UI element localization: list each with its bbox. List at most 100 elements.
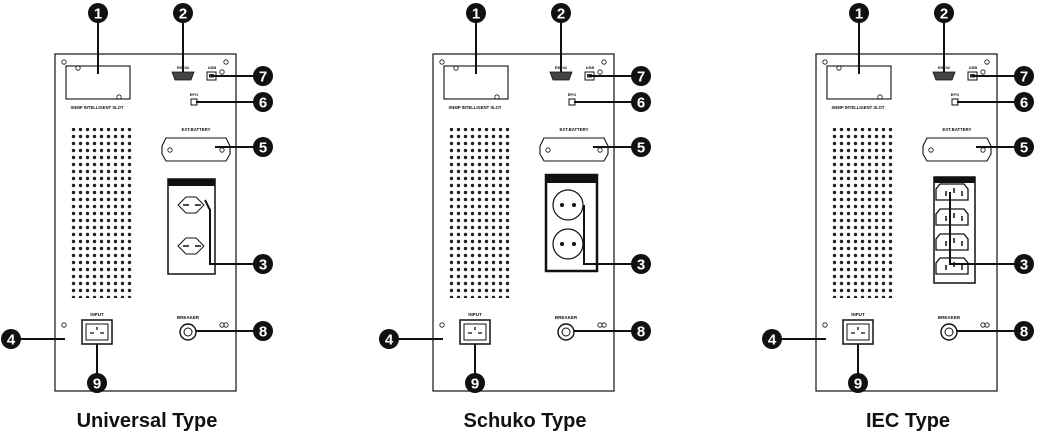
screw-hole bbox=[219, 69, 225, 75]
outlet-universal bbox=[167, 178, 216, 275]
callout-6: 6 bbox=[631, 92, 651, 112]
callout-5: 5 bbox=[631, 137, 651, 157]
callout-circle bbox=[848, 373, 868, 393]
callout-circle bbox=[173, 3, 193, 23]
outlet-top-bar bbox=[546, 175, 597, 183]
ext-battery-label: EXT.BATTERY bbox=[943, 127, 972, 132]
callout-circle bbox=[631, 254, 651, 274]
callout-number: 2 bbox=[557, 6, 565, 23]
callout-3: 3 bbox=[253, 254, 273, 274]
iec-socket bbox=[935, 257, 969, 275]
screw-hole bbox=[116, 94, 122, 100]
screw-hole bbox=[223, 59, 229, 65]
callout-7: 7 bbox=[253, 66, 273, 86]
screw-hole bbox=[223, 322, 229, 328]
epo-label: EPO bbox=[951, 92, 959, 97]
usb-label: USB bbox=[586, 65, 595, 70]
screw-hole bbox=[984, 322, 990, 328]
screw-hole bbox=[984, 59, 990, 65]
callout-number: 8 bbox=[1020, 324, 1028, 341]
breaker-button bbox=[183, 327, 193, 337]
callout-6: 6 bbox=[253, 92, 273, 112]
callout-circle bbox=[253, 137, 273, 157]
screw-hole bbox=[980, 322, 986, 328]
screw-hole bbox=[61, 59, 67, 65]
callout-number: 7 bbox=[637, 69, 645, 86]
callout-6: 6 bbox=[1014, 92, 1034, 112]
callout-8: 8 bbox=[631, 321, 651, 341]
callout-4: 4 bbox=[379, 329, 399, 349]
usb-label: USB bbox=[969, 65, 978, 70]
callout-number: 7 bbox=[259, 69, 267, 86]
callout-circle bbox=[631, 66, 651, 86]
outlet-iec bbox=[933, 176, 976, 284]
callout-circle bbox=[849, 3, 869, 23]
callout-number: 6 bbox=[1020, 95, 1028, 112]
input-inlet-inner bbox=[85, 323, 109, 341]
inlet-pins bbox=[468, 327, 482, 334]
rs232-port bbox=[932, 71, 956, 81]
callout-circle bbox=[88, 3, 108, 23]
vent-grille bbox=[69, 128, 133, 298]
callout-2: 2 bbox=[551, 3, 571, 23]
callout-number: 9 bbox=[471, 376, 479, 393]
callout-number: 7 bbox=[1020, 69, 1028, 86]
screw-hole bbox=[980, 69, 986, 75]
breaker-button bbox=[944, 327, 954, 337]
callout-circle bbox=[466, 3, 486, 23]
callout-7: 7 bbox=[1014, 66, 1034, 86]
callout-1: 1 bbox=[88, 3, 108, 23]
outlet-top-bar bbox=[168, 179, 215, 186]
callout-number: 4 bbox=[7, 332, 16, 349]
socket-pin bbox=[560, 203, 564, 207]
rs232-port bbox=[549, 71, 573, 81]
universal-socket bbox=[177, 237, 205, 255]
callout-number: 2 bbox=[940, 6, 948, 23]
callout-circle bbox=[379, 329, 399, 349]
inlet-pins bbox=[851, 327, 865, 334]
socket-pins bbox=[945, 188, 963, 196]
ext-battery-connector bbox=[539, 137, 609, 162]
snmp-slot-label: SNMP INTELLIGENT SLOT bbox=[449, 105, 502, 110]
schuko-socket bbox=[552, 189, 584, 221]
callout-number: 1 bbox=[94, 6, 102, 23]
vent-grille bbox=[447, 128, 511, 298]
outlet-schuko bbox=[544, 173, 599, 273]
callout-7: 7 bbox=[631, 66, 651, 86]
panel-title-universal: Universal Type bbox=[76, 410, 218, 432]
input-label: INPUT bbox=[90, 312, 104, 317]
callout-circle bbox=[1014, 66, 1034, 86]
breaker-button bbox=[561, 327, 571, 337]
callout-circle bbox=[1014, 254, 1034, 274]
vent-grille bbox=[830, 128, 894, 298]
callout-number: 4 bbox=[768, 332, 777, 349]
screw-hole bbox=[545, 147, 551, 153]
breaker-label: BREAKER bbox=[938, 315, 961, 320]
callout-1: 1 bbox=[466, 3, 486, 23]
screw-hole bbox=[597, 322, 603, 328]
callout-circle bbox=[631, 137, 651, 157]
callout-number: 9 bbox=[854, 376, 862, 393]
inlet-pins bbox=[90, 327, 104, 334]
ext-battery-connector bbox=[922, 137, 992, 162]
callout-9: 9 bbox=[87, 373, 107, 393]
callout-number: 9 bbox=[93, 376, 101, 393]
callout-8: 8 bbox=[253, 321, 273, 341]
screw-hole bbox=[494, 94, 500, 100]
callout-2: 2 bbox=[173, 3, 193, 23]
screw-hole bbox=[822, 59, 828, 65]
callout-circle bbox=[762, 329, 782, 349]
callout-number: 4 bbox=[385, 332, 394, 349]
leader-line bbox=[204, 199, 263, 265]
callout-circle bbox=[253, 321, 273, 341]
screw-hole bbox=[61, 322, 67, 328]
screw-hole bbox=[822, 322, 828, 328]
callout-3: 3 bbox=[1014, 254, 1034, 274]
epo-label: EPO bbox=[568, 92, 576, 97]
callout-number: 3 bbox=[259, 257, 267, 274]
ext-battery-label: EXT.BATTERY bbox=[182, 127, 211, 132]
input-label: INPUT bbox=[468, 312, 482, 317]
screw-hole bbox=[836, 65, 842, 71]
